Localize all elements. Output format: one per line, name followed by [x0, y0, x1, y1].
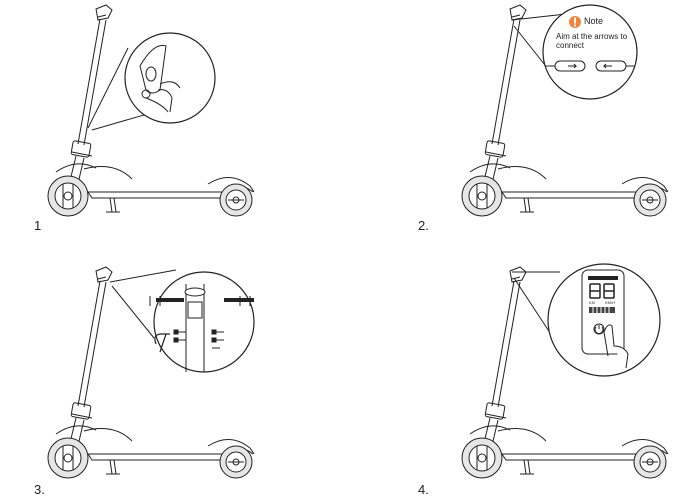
step-label-3: 3. — [34, 482, 45, 497]
hex-key-icon — [154, 333, 170, 353]
screws-icon — [173, 329, 224, 349]
display-label-km: KM — [589, 300, 595, 305]
zoom-circle-2 — [542, 4, 638, 100]
zoom-circle-4 — [547, 263, 661, 377]
zoom-circle-1 — [124, 32, 216, 124]
note-title: Note — [584, 16, 604, 26]
display-digits — [589, 283, 615, 299]
panel-1 — [47, 4, 255, 217]
note-text: Aim at the arrows to connect — [556, 32, 628, 50]
step-label-4: 4. — [418, 482, 429, 497]
step-label-1: 1 — [34, 218, 42, 233]
panel-2 — [461, 4, 669, 217]
finger-icon — [603, 324, 629, 369]
panel-3 — [47, 266, 255, 479]
display-label-kmh: KM/H — [605, 300, 615, 305]
battery-indicator — [589, 307, 615, 313]
step-label-2: 2. — [418, 218, 429, 233]
callout-lines-3 — [109, 269, 177, 339]
zoom-circle-3 — [149, 271, 255, 373]
panel-4 — [461, 263, 669, 479]
